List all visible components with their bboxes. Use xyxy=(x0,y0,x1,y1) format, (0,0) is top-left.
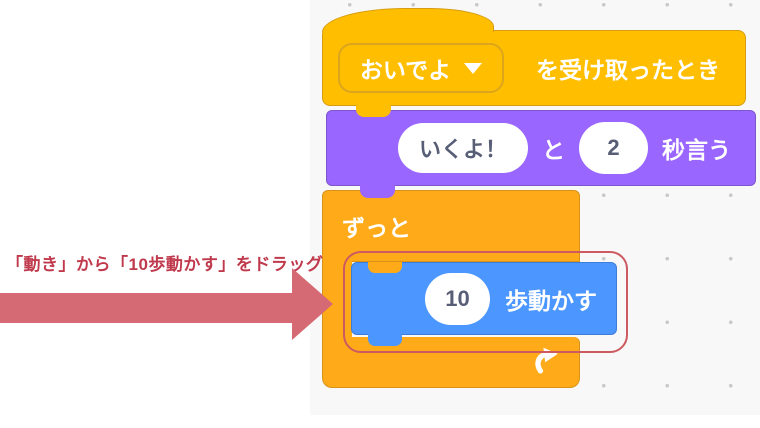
move-steps-input[interactable]: 10 xyxy=(425,272,490,325)
scratch-workspace[interactable]: おいでよ を受け取ったとき いくよ！ と 2 秒言う ずっと 10 歩動かす xyxy=(310,0,760,415)
say-connector-label: と xyxy=(542,137,566,163)
message-dropdown-value: おいでよ xyxy=(359,57,452,83)
message-dropdown[interactable]: おいでよ xyxy=(338,43,504,93)
drag-arrow-head-icon xyxy=(292,268,333,340)
block-say-for-seconds[interactable]: いくよ！ と 2 秒言う xyxy=(326,110,756,186)
say-suffix-label: 秒言う xyxy=(662,137,732,163)
chevron-down-icon xyxy=(464,62,483,74)
block-when-received[interactable]: おいでよ を受け取ったとき xyxy=(322,8,746,117)
say-message-input[interactable]: いくよ！ xyxy=(398,123,529,173)
connector-bump xyxy=(356,104,391,117)
connector-bump xyxy=(360,185,395,198)
when-received-label: を受け取ったとき xyxy=(536,57,720,83)
forever-label: ずっと xyxy=(342,215,411,241)
block-move-steps[interactable]: 10 歩動かす xyxy=(351,262,617,346)
move-suffix-label: 歩動かす xyxy=(505,287,597,314)
drag-arrow-icon xyxy=(0,293,292,323)
block-forever-top[interactable]: ずっと xyxy=(322,190,580,262)
connector-bump xyxy=(368,334,402,346)
say-seconds-input[interactable]: 2 xyxy=(579,122,649,174)
annotation-text: 「動き」から「10歩動かす」をドラッグ xyxy=(6,255,324,274)
block-forever-bottom xyxy=(322,337,580,388)
hat-dome xyxy=(322,8,494,32)
connector-notch xyxy=(368,262,402,273)
loop-arrow-icon xyxy=(535,347,558,374)
